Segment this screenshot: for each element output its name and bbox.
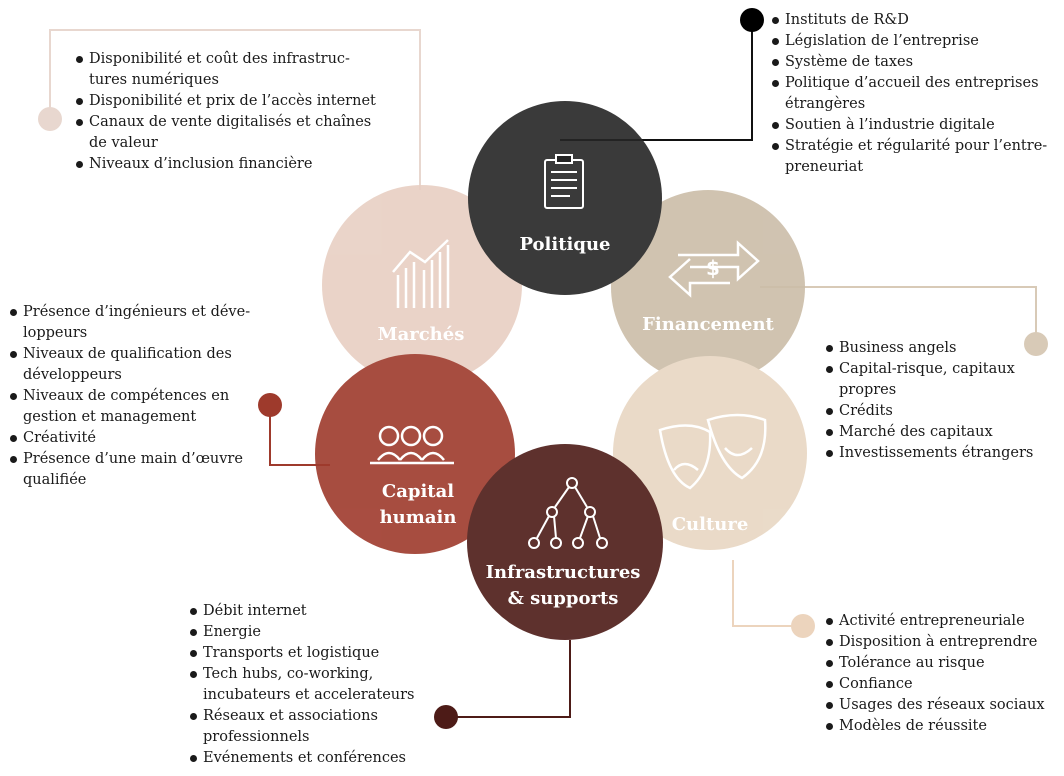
network-tree-icon xyxy=(528,477,608,549)
svg-text:$: $ xyxy=(706,256,720,280)
node-marches[interactable] xyxy=(322,185,522,385)
list-item: Usages des réseaux sociaux xyxy=(826,695,1062,716)
list-item: Transports et logistique xyxy=(190,643,445,664)
list-item: Business angels xyxy=(826,338,1062,359)
label-marches: Marchés xyxy=(378,324,465,345)
list-item: Activité entrepreneuriale xyxy=(826,611,1062,632)
list-item: Instituts de R&D xyxy=(772,10,1062,31)
list-item: Législation de l’entreprise xyxy=(772,31,1062,52)
connector-marches xyxy=(49,29,421,190)
list-item: Crédits xyxy=(826,401,1062,422)
list-item: Disposition à entreprendre xyxy=(826,632,1062,653)
connector-financement xyxy=(760,286,1037,344)
list-capital: Présence d’ingénieurs et déve-loppeurs N… xyxy=(10,302,270,491)
list-item: Confiance xyxy=(826,674,1062,695)
list-item: Système de taxes xyxy=(772,52,1062,73)
list-item: Disponibilité et prix de l’accès interne… xyxy=(76,91,406,112)
list-politique: Instituts de R&D Législation de l’entrep… xyxy=(772,10,1062,178)
list-item: Débit internet xyxy=(190,601,445,622)
exchange-dollar-icon: $ xyxy=(668,240,760,298)
label-infrastructures-line2: & supports xyxy=(508,588,619,609)
list-item: Niveaux d’inclusion financière xyxy=(76,154,406,175)
node-infrastructures[interactable] xyxy=(467,444,663,640)
list-item: Modèles de réussite xyxy=(826,716,1062,737)
label-capital-line2: humain xyxy=(380,507,457,528)
connector-dot-marches xyxy=(38,107,62,131)
clipboard-icon xyxy=(544,154,584,209)
list-item: Tech hubs, co-working,incubateurs et acc… xyxy=(190,664,445,706)
label-culture: Culture xyxy=(672,514,749,535)
list-culture: Activité entrepreneuriale Disposition à … xyxy=(826,611,1062,737)
label-financement: Financement xyxy=(642,314,774,335)
growth-chart-icon xyxy=(392,239,450,308)
connector-dot-culture xyxy=(791,614,815,638)
label-capital-line1: Capital xyxy=(382,481,454,502)
list-item: Stratégie et régularité pour l’entre-pre… xyxy=(772,136,1062,178)
list-item: Evénements et conférences xyxy=(190,748,445,769)
list-item: Soutien à l’industrie digitale xyxy=(772,115,1062,136)
list-item: Investissements étrangers xyxy=(826,443,1062,464)
connector-dot-politique xyxy=(740,8,764,32)
people-group-icon xyxy=(370,425,454,465)
theater-masks-icon xyxy=(658,413,767,490)
list-item: Energie xyxy=(190,622,445,643)
list-financement: Business angels Capital-risque, capitaux… xyxy=(826,338,1062,464)
list-marches: Disponibilité et coût des infrastruc-tur… xyxy=(76,49,406,175)
connector-culture xyxy=(732,560,803,627)
list-item: Créativité xyxy=(10,428,270,449)
list-item: Présence d’ingénieurs et déve-loppeurs xyxy=(10,302,270,344)
node-politique[interactable] xyxy=(468,101,662,295)
connector-dot-capital xyxy=(258,393,282,417)
label-infrastructures-line1: Infrastructures xyxy=(486,562,641,583)
connector-capital xyxy=(269,405,330,466)
connector-dot-infrastructures xyxy=(434,705,458,729)
connector-infrastructures xyxy=(446,640,571,718)
list-item: Marché des capitaux xyxy=(826,422,1062,443)
list-infrastructures: Débit internet Energie Transports et log… xyxy=(190,601,445,769)
node-financement[interactable] xyxy=(611,190,805,384)
connector-dot-financement xyxy=(1024,332,1048,356)
list-item: Tolérance au risque xyxy=(826,653,1062,674)
list-item: Disponibilité et coût des infrastruc-tur… xyxy=(76,49,406,91)
label-politique: Politique xyxy=(519,234,610,255)
